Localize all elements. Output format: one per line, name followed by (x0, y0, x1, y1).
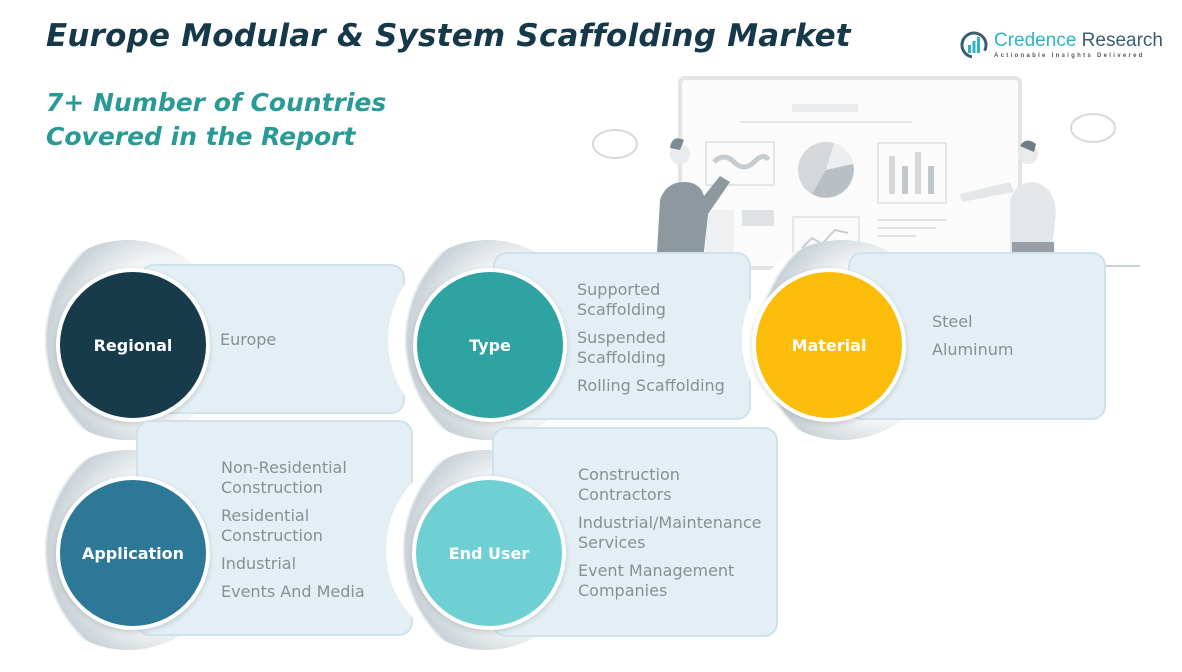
application-item: Industrial (221, 554, 297, 573)
man-arm (960, 182, 1014, 202)
application-label: Application (81, 543, 185, 563)
type-item: Rolling Scaffolding (577, 376, 725, 395)
bar-chart-logo-icon (960, 31, 988, 58)
material-label: Material (791, 335, 867, 355)
material-circle: Material (752, 268, 906, 422)
board-block-2 (742, 210, 774, 226)
credence-research-logo: Credence Research Actionable Insights De… (960, 30, 1163, 59)
board-bar-3 (915, 152, 921, 194)
presentation-dashboard-illustration (592, 76, 1140, 270)
logo-name-part2: Research (1076, 30, 1163, 51)
wave-chart-frame (705, 141, 775, 186)
end-user-item: Construction Contractors (578, 465, 680, 504)
woman-hair (670, 138, 684, 150)
pie-slice-mid (812, 164, 854, 198)
application-item: Events And Media (221, 582, 365, 601)
regional-label: Regional (93, 335, 173, 355)
speech-bubble-right-icon (1070, 113, 1116, 143)
material-item: Aluminum (932, 340, 1014, 359)
material-item: Steel (932, 312, 973, 331)
end-user-items: Construction Contractors Industrial/Main… (578, 465, 778, 609)
application-item: Residential Construction (221, 506, 323, 545)
subtitle-line-1: 7+ Number of Countries (46, 88, 387, 117)
board-bar-2 (902, 166, 908, 194)
subtitle-line-2: Covered in the Report (46, 122, 356, 151)
board-heading-bar (792, 104, 858, 112)
speech-bubble-left-icon (592, 129, 638, 159)
type-item: Suspended Scaffolding (577, 328, 666, 367)
man-hair (1020, 140, 1036, 152)
board-bar-4 (928, 166, 934, 194)
type-circle: Type (413, 268, 567, 422)
material-items: Steel Aluminum (932, 312, 1013, 368)
end-user-circle: End User (412, 476, 566, 630)
board-bar-1 (889, 156, 895, 194)
logo-name-part1: Credence (994, 30, 1077, 51)
board-block-1 (706, 210, 734, 260)
page-title: Europe Modular & System Scaffolding Mark… (46, 18, 851, 54)
bar-chart-frame (877, 142, 947, 204)
regional-item: Europe (220, 330, 277, 349)
type-item: Supported Scaffolding (577, 280, 666, 319)
logo-name: Credence Research (994, 30, 1163, 52)
regional-circle: Regional (56, 268, 210, 422)
end-user-item: Event Management Companies (578, 561, 735, 600)
countries-covered-subtitle: 7+ Number of Countries Covered in the Re… (46, 86, 386, 154)
type-label: Type (469, 335, 511, 355)
logo-tagline: Actionable Insights Delivered (994, 53, 1145, 59)
regional-items: Europe (220, 330, 276, 358)
wave-chart-line (712, 154, 771, 170)
woman-body (656, 176, 730, 270)
application-item: Non-Residential Construction (221, 458, 347, 497)
end-user-label: End User (448, 543, 530, 563)
pie-slice-light (826, 143, 853, 170)
application-circle: Application (56, 476, 210, 630)
type-items: Supported Scaffolding Suspended Scaffold… (577, 280, 747, 404)
end-user-item: Industrial/Maintenance Services (578, 513, 762, 552)
application-items: Non-Residential Construction Residential… (221, 458, 401, 610)
